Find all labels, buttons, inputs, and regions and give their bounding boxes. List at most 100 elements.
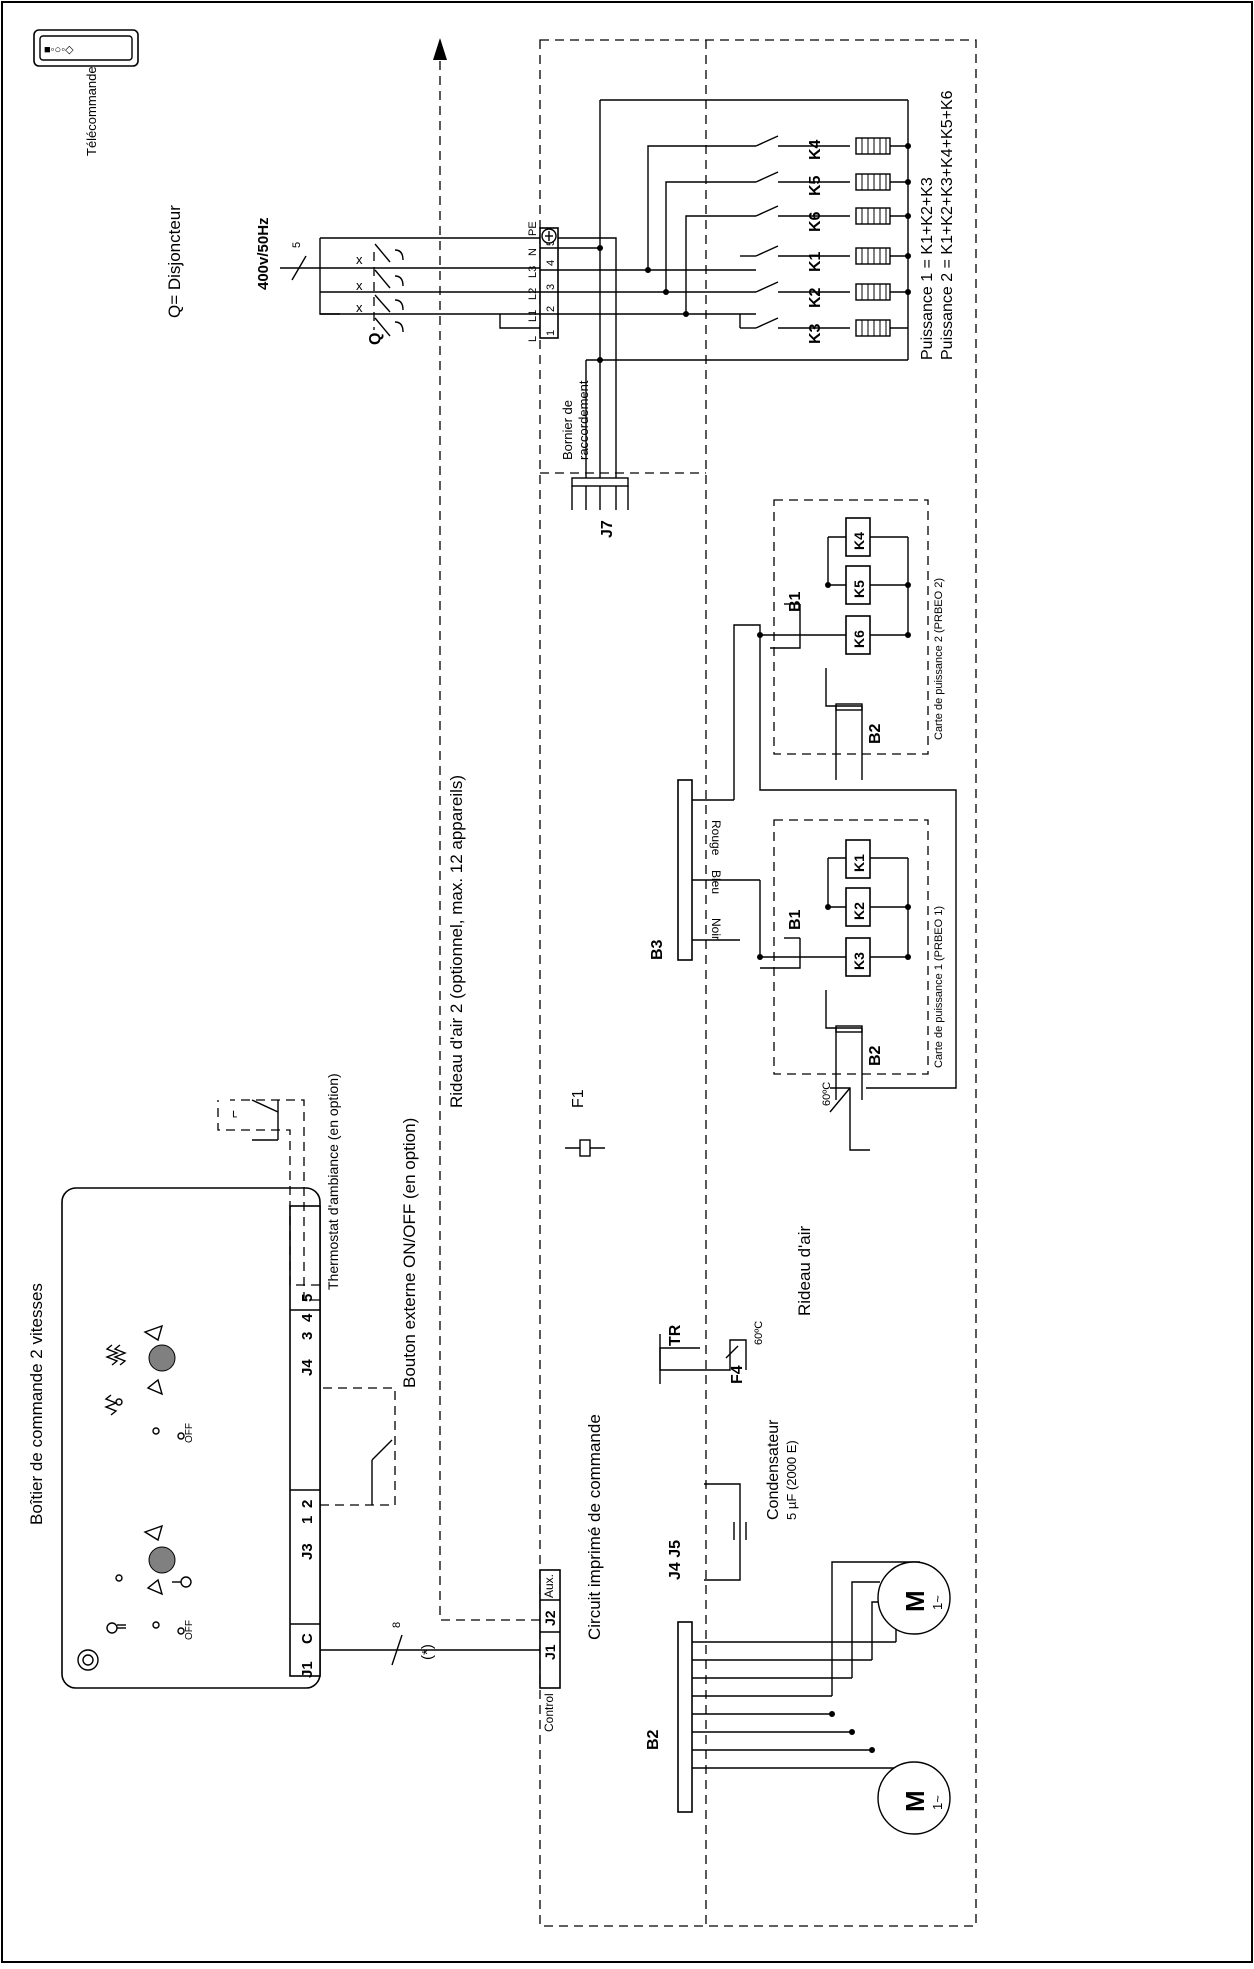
label-labels-t60b: 60ºC [821,1082,833,1106]
label-relays-top-1: K5 [807,175,824,196]
label-relays-top-2: K6 [807,211,824,232]
label-terminals-j3-0: J3 [299,1543,316,1560]
power-card-2: K4 K5 K6 B1 B2 Carte de puissance 2 (PRB… [757,499,945,780]
label-labels-b2c: B2 [867,723,884,744]
label-labels-disjoncteur: Q= Disjoncteur [165,205,184,318]
room-thermostat: ⌐ Thermostat d'ambiance (en option) [217,1073,341,1301]
label-terminals-main_names-1: L1 [527,310,539,322]
label-relays-card2-1: K5 [851,580,867,598]
label-labels-raccordement: raccordement [576,380,591,460]
fan-icon [172,1576,192,1588]
label-labels-cond_val: 5 µF (2000 E) [784,1440,799,1520]
label-labels-aux: Aux. [542,1574,556,1598]
label-labels-b1b: B1 [787,591,804,612]
label-labels-boitier: Boîtier de commande 2 vitesses [27,1283,46,1525]
earth-icon [541,228,557,244]
thermal-switch: 60ºC [821,1082,870,1151]
label-terminals-main-3: 4 [545,260,557,266]
label-labels-j1: J1 [542,1644,558,1660]
label-terminals-main_names-5: PE [527,221,539,236]
svg-text:■◦○◦◇: ■◦○◦◇ [44,44,74,56]
label-labels-f1: F1 [570,1089,587,1108]
label-labels-j4j5: J4 J5 [667,1540,684,1580]
label-labels-b2a: B2 [645,1729,662,1750]
label-labels-wires8: 8 [391,1622,403,1628]
label-labels-carte1: Carte de puissance 1 (PRBEO 1) [933,906,945,1068]
b3-connector: B3 Rouge Bleu Noir [649,779,760,961]
label-labels-carte2: Carte de puissance 2 (PRBEO 2) [933,578,945,740]
label-labels-b1a: B1 [787,909,804,930]
main-terminal-block [539,227,559,339]
label-terminals-j1-1: C [299,1633,316,1644]
label-terminals-main-0: 1 [545,330,557,336]
label-terminals-main_names-2: L2 [527,288,539,300]
remote-icon: ■◦○◦◇ Télécommande [33,29,139,156]
label-labels-m: M [900,1790,930,1812]
motor-icon [877,1761,951,1835]
label-labels-tension: 400v/50Hz [255,217,272,290]
heat-knob [148,1344,176,1372]
label-labels-q: Q [367,333,384,345]
label-terminals-j1-0: J1 [299,1661,316,1678]
label-terminals-j4-4: 5 [299,1294,316,1302]
label-labels-tr: TR [667,1324,684,1346]
control-terminal-block: J1 J2 Control Aux. [539,1569,561,1732]
label-labels-m: M [900,1590,930,1612]
label-relays-card2-2: K6 [851,630,867,648]
label-terminals-main_names-4: N [527,248,539,256]
control-box: Boîtier de commande 2 vitesses OFF OF [27,1187,321,1689]
label-labels-b3: B3 [649,939,666,960]
label-labels-puissance1: Puissance 1 = K1+K2+K3 [919,177,936,360]
label-relays-top-5: K3 [807,323,824,344]
label-labels-star: (*) [419,1644,436,1660]
label-labels-telecommande: Télécommande [84,66,99,156]
external-button: Bouton externe ON/OFF (en option) [320,1118,419,1506]
label-relays-card1-2: K3 [851,952,867,970]
label-labels-wires5: 5 [291,242,303,248]
svg-text:x: x [356,300,363,315]
label-labels-t60a: 60ºC [753,1321,765,1345]
label-terminals-main-2: 3 [545,284,557,290]
label-relays-top-0: K4 [807,139,824,160]
label-labels-control: Control [542,1693,556,1732]
motors: B2 M M 1~ 1~ [645,1561,951,1835]
label-relays-top-4: K2 [807,287,824,308]
label-terminals-main-1: 2 [545,306,557,312]
circuit-breaker: xxx [320,237,540,337]
heater-icon [104,1344,127,1416]
fan-icon [106,1622,126,1634]
label-labels-circuit: Circuit imprimé de commande [585,1414,604,1640]
label-terminals-main_names-3: L3 [527,266,539,278]
label-labels-b2b: B2 [867,1045,884,1066]
label-relays-card2-0: K4 [851,532,867,550]
svg-text:x: x [356,252,363,267]
label-terminals-j3-1: 1 [299,1516,316,1524]
heater-bank: K4 K5 K6 K1 K2 K3 [645,90,956,360]
label-labels-noir: Noir [709,918,723,940]
label-labels-condensateur: Condensateur [765,1419,782,1520]
main-supply: 400v/50Hz 5 Q xxx 1 [255,217,591,460]
air-curtain-region [539,39,977,1927]
label-labels-thermostat: Thermostat d'ambiance (en option) [325,1073,341,1290]
label-labels-rideau: Rideau d'air [795,1225,814,1316]
label-relays-card1-0: K1 [851,854,867,872]
label-labels-puissance2: Puissance 2 = K1+K2+K3+K4+K5+K6 [939,90,956,360]
svg-text:x: x [356,278,363,293]
power-card-1: K1 K2 K3 B1 B2 Carte de puissance 1 (PRB… [757,819,945,1100]
label-labels-f4: F4 [729,1365,746,1384]
transformer: TR F4 60ºC [659,1321,765,1384]
label-terminals-j3-3: 2 [299,1500,316,1508]
capacitor: J4 J5 Condensateur 5 µF (2000 E) [667,1419,799,1581]
speed-knob [148,1546,176,1574]
label-labels-rouge: Rouge [709,820,723,856]
thermo-symbol: ⌐ [225,1110,241,1118]
control-box-title: Boîtier de commande 2 vitesses [27,1283,46,1525]
label-labels-bleu: Bleu [709,870,723,894]
optional-link: (*) Rideau d'air 2 (optionnel, max. 12 a… [419,38,540,1660]
label-labels-rideau2: Rideau d'air 2 (optionnel, max. 12 appar… [447,775,466,1108]
label-labels-bouton: Bouton externe ON/OFF (en option) [400,1118,419,1388]
label-terminals-j4-3: 4 [299,1313,316,1322]
